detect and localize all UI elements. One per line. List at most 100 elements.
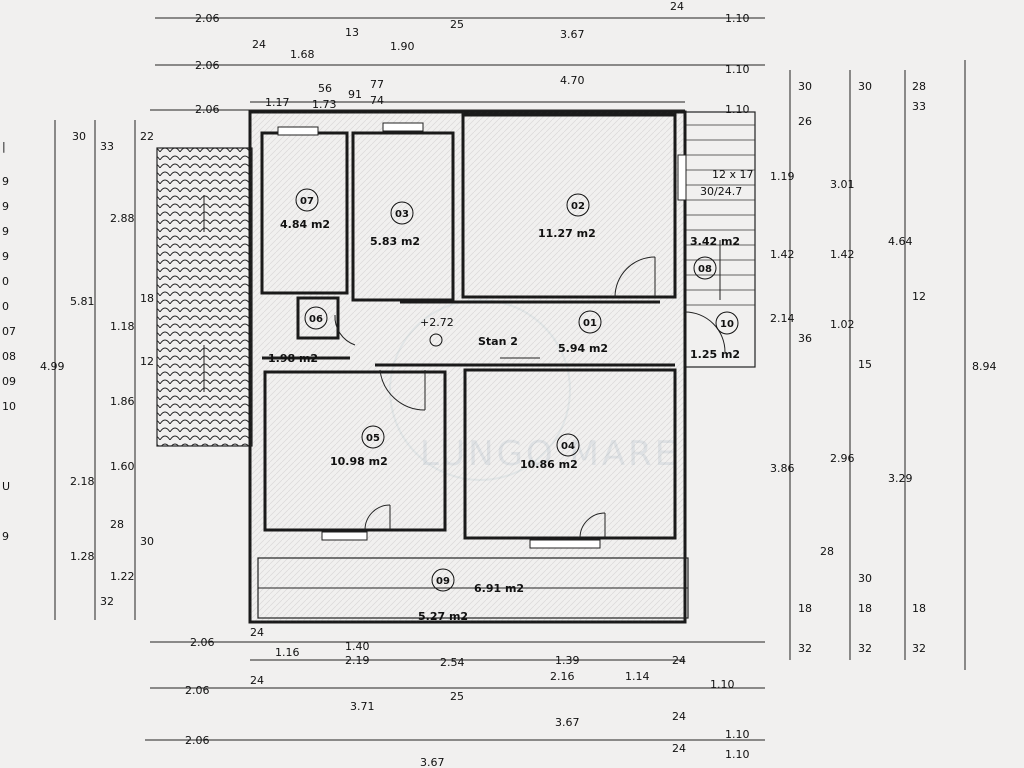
door-swings: [334, 256, 726, 539]
svg-text:18: 18: [140, 292, 154, 305]
svg-text:4.70: 4.70: [560, 74, 585, 87]
svg-text:1.14: 1.14: [625, 670, 650, 683]
svg-text:U: U: [2, 480, 10, 493]
svg-text:24: 24: [672, 654, 686, 667]
svg-text:2.06: 2.06: [185, 734, 210, 747]
svg-text:12: 12: [140, 355, 154, 368]
windows: [277, 122, 687, 549]
stair-label-size: 30/24.7: [700, 185, 742, 198]
svg-text:74: 74: [370, 94, 384, 107]
room-01: 01 5.94 m2: [558, 310, 608, 355]
svg-text:36: 36: [798, 332, 812, 345]
svg-text:77: 77: [370, 78, 384, 91]
svg-text:1.90: 1.90: [390, 40, 415, 53]
svg-text:1.10: 1.10: [725, 748, 750, 761]
svg-text:30: 30: [858, 572, 872, 585]
room-03: 03 5.83 m2: [370, 201, 420, 248]
svg-text:03: 03: [395, 209, 409, 220]
svg-text:07: 07: [300, 196, 314, 207]
svg-text:18: 18: [798, 602, 812, 615]
room-02: 02 11.27 m2: [538, 193, 596, 240]
svg-text:3.86: 3.86: [770, 462, 795, 475]
level-symbol: [429, 333, 443, 347]
svg-text:3.01: 3.01: [830, 178, 855, 191]
svg-text:3.67: 3.67: [420, 756, 445, 768]
svg-text:9: 9: [2, 225, 9, 238]
svg-text:2.06: 2.06: [190, 636, 215, 649]
svg-text:08: 08: [2, 350, 16, 363]
svg-text:18: 18: [858, 602, 872, 615]
svg-text:1.18: 1.18: [110, 320, 135, 333]
svg-text:1.02: 1.02: [830, 318, 855, 331]
svg-text:12: 12: [912, 290, 926, 303]
room-04: 04 10.86 m2: [520, 433, 580, 471]
svg-text:1.19: 1.19: [770, 170, 795, 183]
svg-text:15: 15: [858, 358, 872, 371]
svg-text:24: 24: [672, 742, 686, 755]
svg-text:30: 30: [798, 80, 812, 93]
room-06: 06 1.98 m2: [268, 306, 328, 365]
svg-text:|: |: [2, 140, 6, 153]
svg-text:1.68: 1.68: [290, 48, 315, 61]
svg-text:10: 10: [2, 400, 16, 413]
svg-text:5.83 m2: 5.83 m2: [370, 235, 420, 248]
svg-text:1.10: 1.10: [725, 12, 750, 25]
interior-walls: [257, 113, 689, 619]
svg-text:24: 24: [250, 626, 264, 639]
svg-text:1.16: 1.16: [275, 646, 300, 659]
svg-text:1.73: 1.73: [312, 98, 337, 111]
svg-text:3.29: 3.29: [888, 472, 913, 485]
svg-text:09: 09: [2, 375, 16, 388]
svg-text:2.06: 2.06: [195, 12, 220, 25]
legend-fragments: | 9 9 9 9 0 0 07 08 09 10 U 9: [2, 140, 16, 543]
svg-text:8.94: 8.94: [972, 360, 997, 373]
svg-text:32: 32: [798, 642, 812, 655]
dims-bottom: 2.06 24 1.16 1.40 2.19 2.54 1.39 2.16 1.…: [145, 626, 765, 768]
svg-text:22: 22: [140, 130, 154, 143]
svg-text:30: 30: [72, 130, 86, 143]
room-07: 07 4.84 m2: [280, 188, 330, 231]
svg-text:3.71: 3.71: [350, 700, 375, 713]
svg-text:1.42: 1.42: [830, 248, 855, 261]
room-10: 10 1.25 m2: [690, 311, 740, 361]
svg-text:06: 06: [309, 314, 323, 325]
svg-text:4.84 m2: 4.84 m2: [280, 218, 330, 231]
svg-text:1.22: 1.22: [110, 570, 135, 583]
svg-text:32: 32: [912, 642, 926, 655]
svg-text:1.10: 1.10: [710, 678, 735, 691]
svg-text:1.25 m2: 1.25 m2: [690, 348, 740, 361]
svg-text:09: 09: [436, 576, 450, 587]
svg-text:5.27 m2: 5.27 m2: [418, 610, 468, 623]
svg-text:33: 33: [912, 100, 926, 113]
svg-text:11.27 m2: 11.27 m2: [538, 227, 596, 240]
svg-text:9: 9: [2, 200, 9, 213]
svg-text:24: 24: [252, 38, 266, 51]
svg-text:01: 01: [583, 318, 597, 329]
svg-text:02: 02: [571, 201, 585, 212]
stair-label-steps: 12 x 17: [712, 168, 754, 181]
svg-text:9: 9: [2, 250, 9, 263]
room-09: 09 6.91 m2 5.27 m2: [418, 568, 524, 623]
room-05: 05 10.98 m2: [330, 425, 388, 468]
svg-text:4.64: 4.64: [888, 235, 913, 248]
svg-text:2.54: 2.54: [440, 656, 465, 669]
svg-text:1.28: 1.28: [70, 550, 95, 563]
svg-text:5.81: 5.81: [70, 295, 95, 308]
svg-text:1.40: 1.40: [345, 640, 370, 653]
svg-text:26: 26: [798, 115, 812, 128]
svg-text:2.14: 2.14: [770, 312, 795, 325]
room-08: 08 3.42 m2: [690, 235, 740, 280]
svg-text:1.39: 1.39: [555, 654, 580, 667]
svg-text:2.96: 2.96: [830, 452, 855, 465]
svg-text:24: 24: [670, 0, 684, 13]
svg-text:28: 28: [820, 545, 834, 558]
svg-text:05: 05: [366, 433, 380, 444]
svg-text:4.99: 4.99: [40, 360, 65, 373]
dims-right: 30 26 1.19 1.42 2.14 36 3.86 18 32 30 3.…: [770, 60, 997, 670]
svg-text:33: 33: [100, 140, 114, 153]
svg-text:1.98 m2: 1.98 m2: [268, 352, 318, 365]
svg-text:10: 10: [720, 319, 734, 330]
svg-text:91: 91: [348, 88, 362, 101]
svg-text:1.10: 1.10: [725, 728, 750, 741]
svg-text:9: 9: [2, 530, 9, 543]
